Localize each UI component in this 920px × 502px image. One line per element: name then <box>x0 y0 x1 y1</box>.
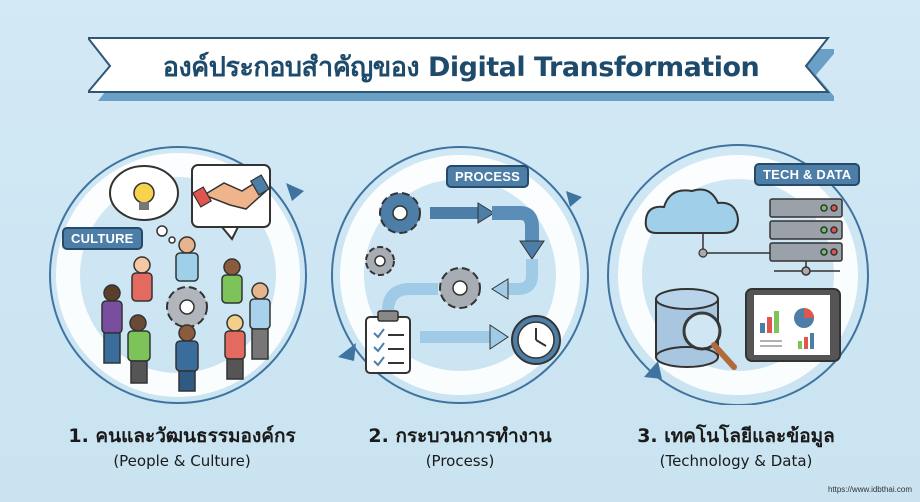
cloud-icon <box>644 188 770 258</box>
section-people-culture: CULTURE <box>42 135 332 405</box>
process-tag: PROCESS <box>446 165 529 188</box>
caption-tech-data: 3. เทคโนโลยีและข้อมูล (Technology & Data… <box>586 424 886 472</box>
cycle-arrow-icon <box>286 183 304 201</box>
caption-people-culture: 1. คนและวัฒนธรรมองค์กร (People & Culture… <box>32 424 332 472</box>
caption-title-th: 3. เทคโนโลยีและข้อมูล <box>637 425 835 447</box>
cycle-arrow-icon <box>338 343 356 361</box>
server-icon <box>769 198 843 276</box>
gear-icon <box>365 192 481 309</box>
source-url: https://www.idbthai.com <box>827 485 912 494</box>
title-banner: องค์ประกอบสำคัญของ Digital Transformatio… <box>88 36 834 101</box>
caption-title-en: (People & Culture) <box>113 452 251 470</box>
people-circle-icon <box>101 236 271 392</box>
lightbulb-icon <box>109 165 179 244</box>
clipboard-checklist-icon <box>365 310 411 374</box>
ribbon-shape <box>88 37 834 101</box>
page-title: องค์ประกอบสำคัญของ Digital Transformatio… <box>162 51 760 83</box>
cycle-arrow-icon <box>566 191 582 207</box>
cycle-arrow-icon <box>644 361 662 379</box>
gear-icon <box>166 286 208 328</box>
people-culture-illustration <box>49 146 307 404</box>
caption-title-en: (Process) <box>425 452 495 470</box>
culture-tag: CULTURE <box>62 227 143 250</box>
caption-title-th: 2. กระบวนการทำงาน <box>368 425 552 447</box>
tech-data-illustration <box>607 144 869 405</box>
database-search-icon <box>655 288 737 370</box>
caption-title-en: (Technology & Data) <box>659 452 813 470</box>
section-process: PROCESS <box>320 135 610 405</box>
handshake-icon <box>191 164 271 241</box>
clock-icon <box>511 315 561 365</box>
caption-process: 2. กระบวนการทำงาน (Process) <box>310 424 610 472</box>
caption-title-th: 1. คนและวัฒนธรรมองค์กร <box>68 425 296 447</box>
section-tech-data: TECH & DATA <box>600 135 890 405</box>
tech-data-tag: TECH & DATA <box>754 163 861 186</box>
tablet-dashboard-icon <box>745 288 841 362</box>
